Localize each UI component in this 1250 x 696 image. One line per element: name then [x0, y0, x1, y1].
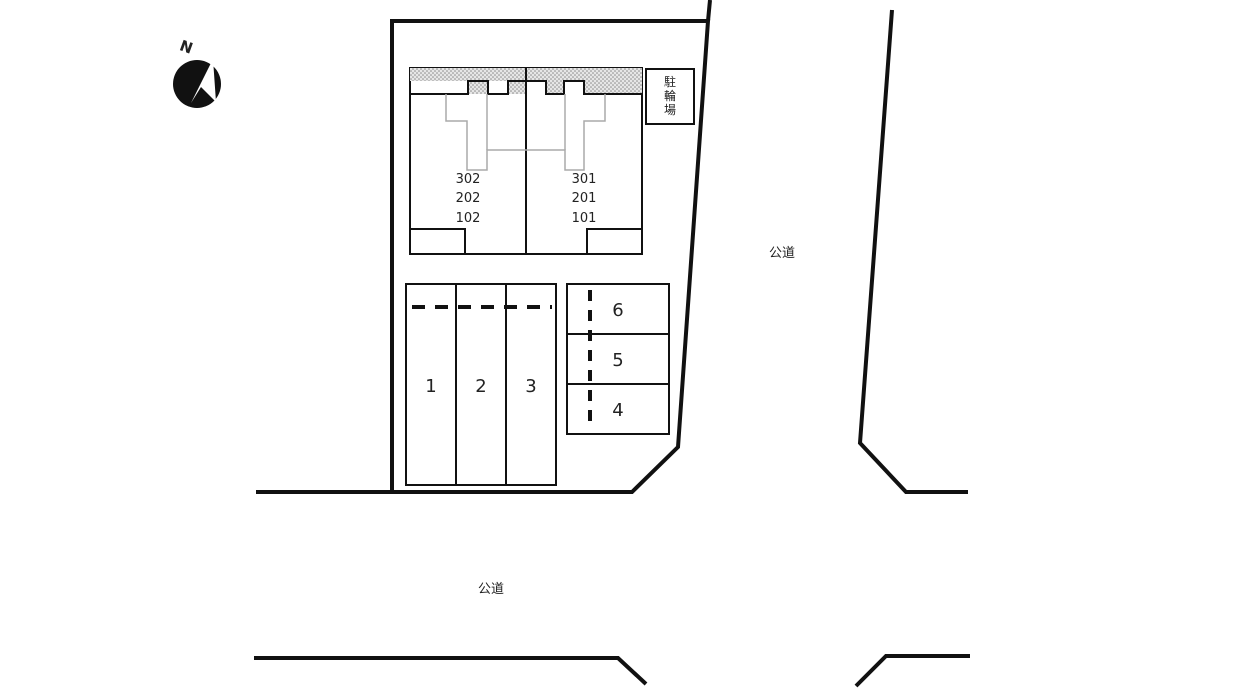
unit-202: 202 [456, 191, 481, 206]
parking-space-1: 1 [425, 376, 436, 397]
unit-301: 301 [572, 172, 597, 187]
north-letter: N [177, 36, 195, 57]
south-road-label: 公道 [478, 582, 504, 597]
apartment-building: 302 202 102 301 201 101 [409, 67, 643, 255]
parking-space-5: 5 [612, 350, 623, 371]
bicycle-parking-char-3: 場 [664, 103, 676, 117]
parking-spaces-horizontal: 6 5 4 [566, 283, 670, 435]
unit-302: 302 [456, 172, 481, 187]
north-compass-icon: N [173, 36, 221, 108]
south-road-south-edge-left [254, 656, 648, 686]
unit-201: 201 [572, 191, 597, 206]
bicycle-parking-char-2: 輪 [664, 88, 676, 103]
unit-101: 101 [572, 211, 597, 226]
east-road-label: 公道 [769, 246, 795, 261]
unit-102: 102 [456, 211, 481, 226]
parking-space-2: 2 [475, 376, 486, 397]
east-road-east-edge [857, 9, 968, 494]
bicycle-parking: 駐 輪 場 [645, 68, 695, 125]
bicycle-parking-char-1: 駐 [664, 74, 676, 89]
parking-space-3: 3 [525, 376, 536, 397]
parking-spaces-vertical: 1 2 3 [405, 283, 557, 486]
parking-space-4: 4 [612, 400, 623, 421]
parking-space-6: 6 [612, 300, 623, 321]
boundary-extension [706, 0, 712, 22]
south-road-south-edge-right [854, 654, 970, 688]
